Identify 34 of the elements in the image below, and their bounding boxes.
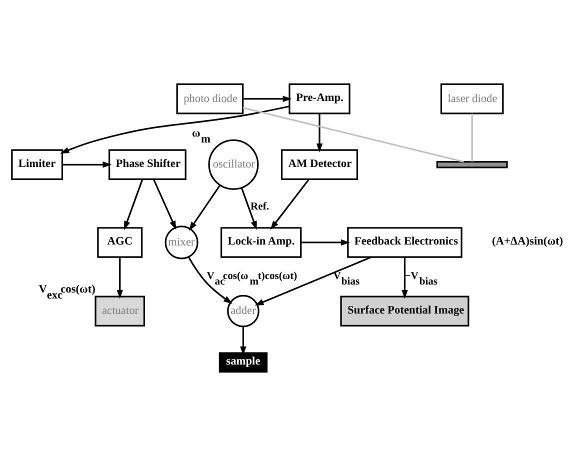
node-box: AM Detector [280,149,358,180]
node-circle: adder [227,294,260,328]
node-box: Limiter [11,149,64,180]
arrow [188,184,221,231]
edge-label: Ref. [250,202,269,213]
connector [242,106,464,163]
arrow [240,187,257,230]
node-box: laser diode [440,83,504,114]
arrow [116,257,123,299]
arrow [152,179,176,230]
arrow [316,114,323,152]
arrow [240,326,246,356]
connector [471,114,473,162]
arrow [300,239,350,246]
arrow [60,106,290,154]
node-box: photo diode [176,83,244,114]
arrow [242,96,292,102]
arrow [270,178,310,230]
node-circle: mixer [164,226,198,260]
node-box: Phase Shifter [108,149,186,180]
arrow [402,257,408,299]
node-bar [436,160,508,168]
arrow [254,256,372,306]
arrow [62,162,112,168]
node-box: Pre-Amp. [288,83,350,114]
node-box: Feedback Electronics [347,227,462,258]
node-box: sample [218,352,268,373]
label: (A+ΔA)sin(ωt) [492,236,564,248]
node-box: actuator [94,296,146,327]
node-box: AGC [97,227,143,258]
arrow [124,179,144,230]
node-box: Surface Potential Image [340,296,470,327]
arrow [188,256,232,304]
node-box: Lock-in Amp. [220,227,302,258]
